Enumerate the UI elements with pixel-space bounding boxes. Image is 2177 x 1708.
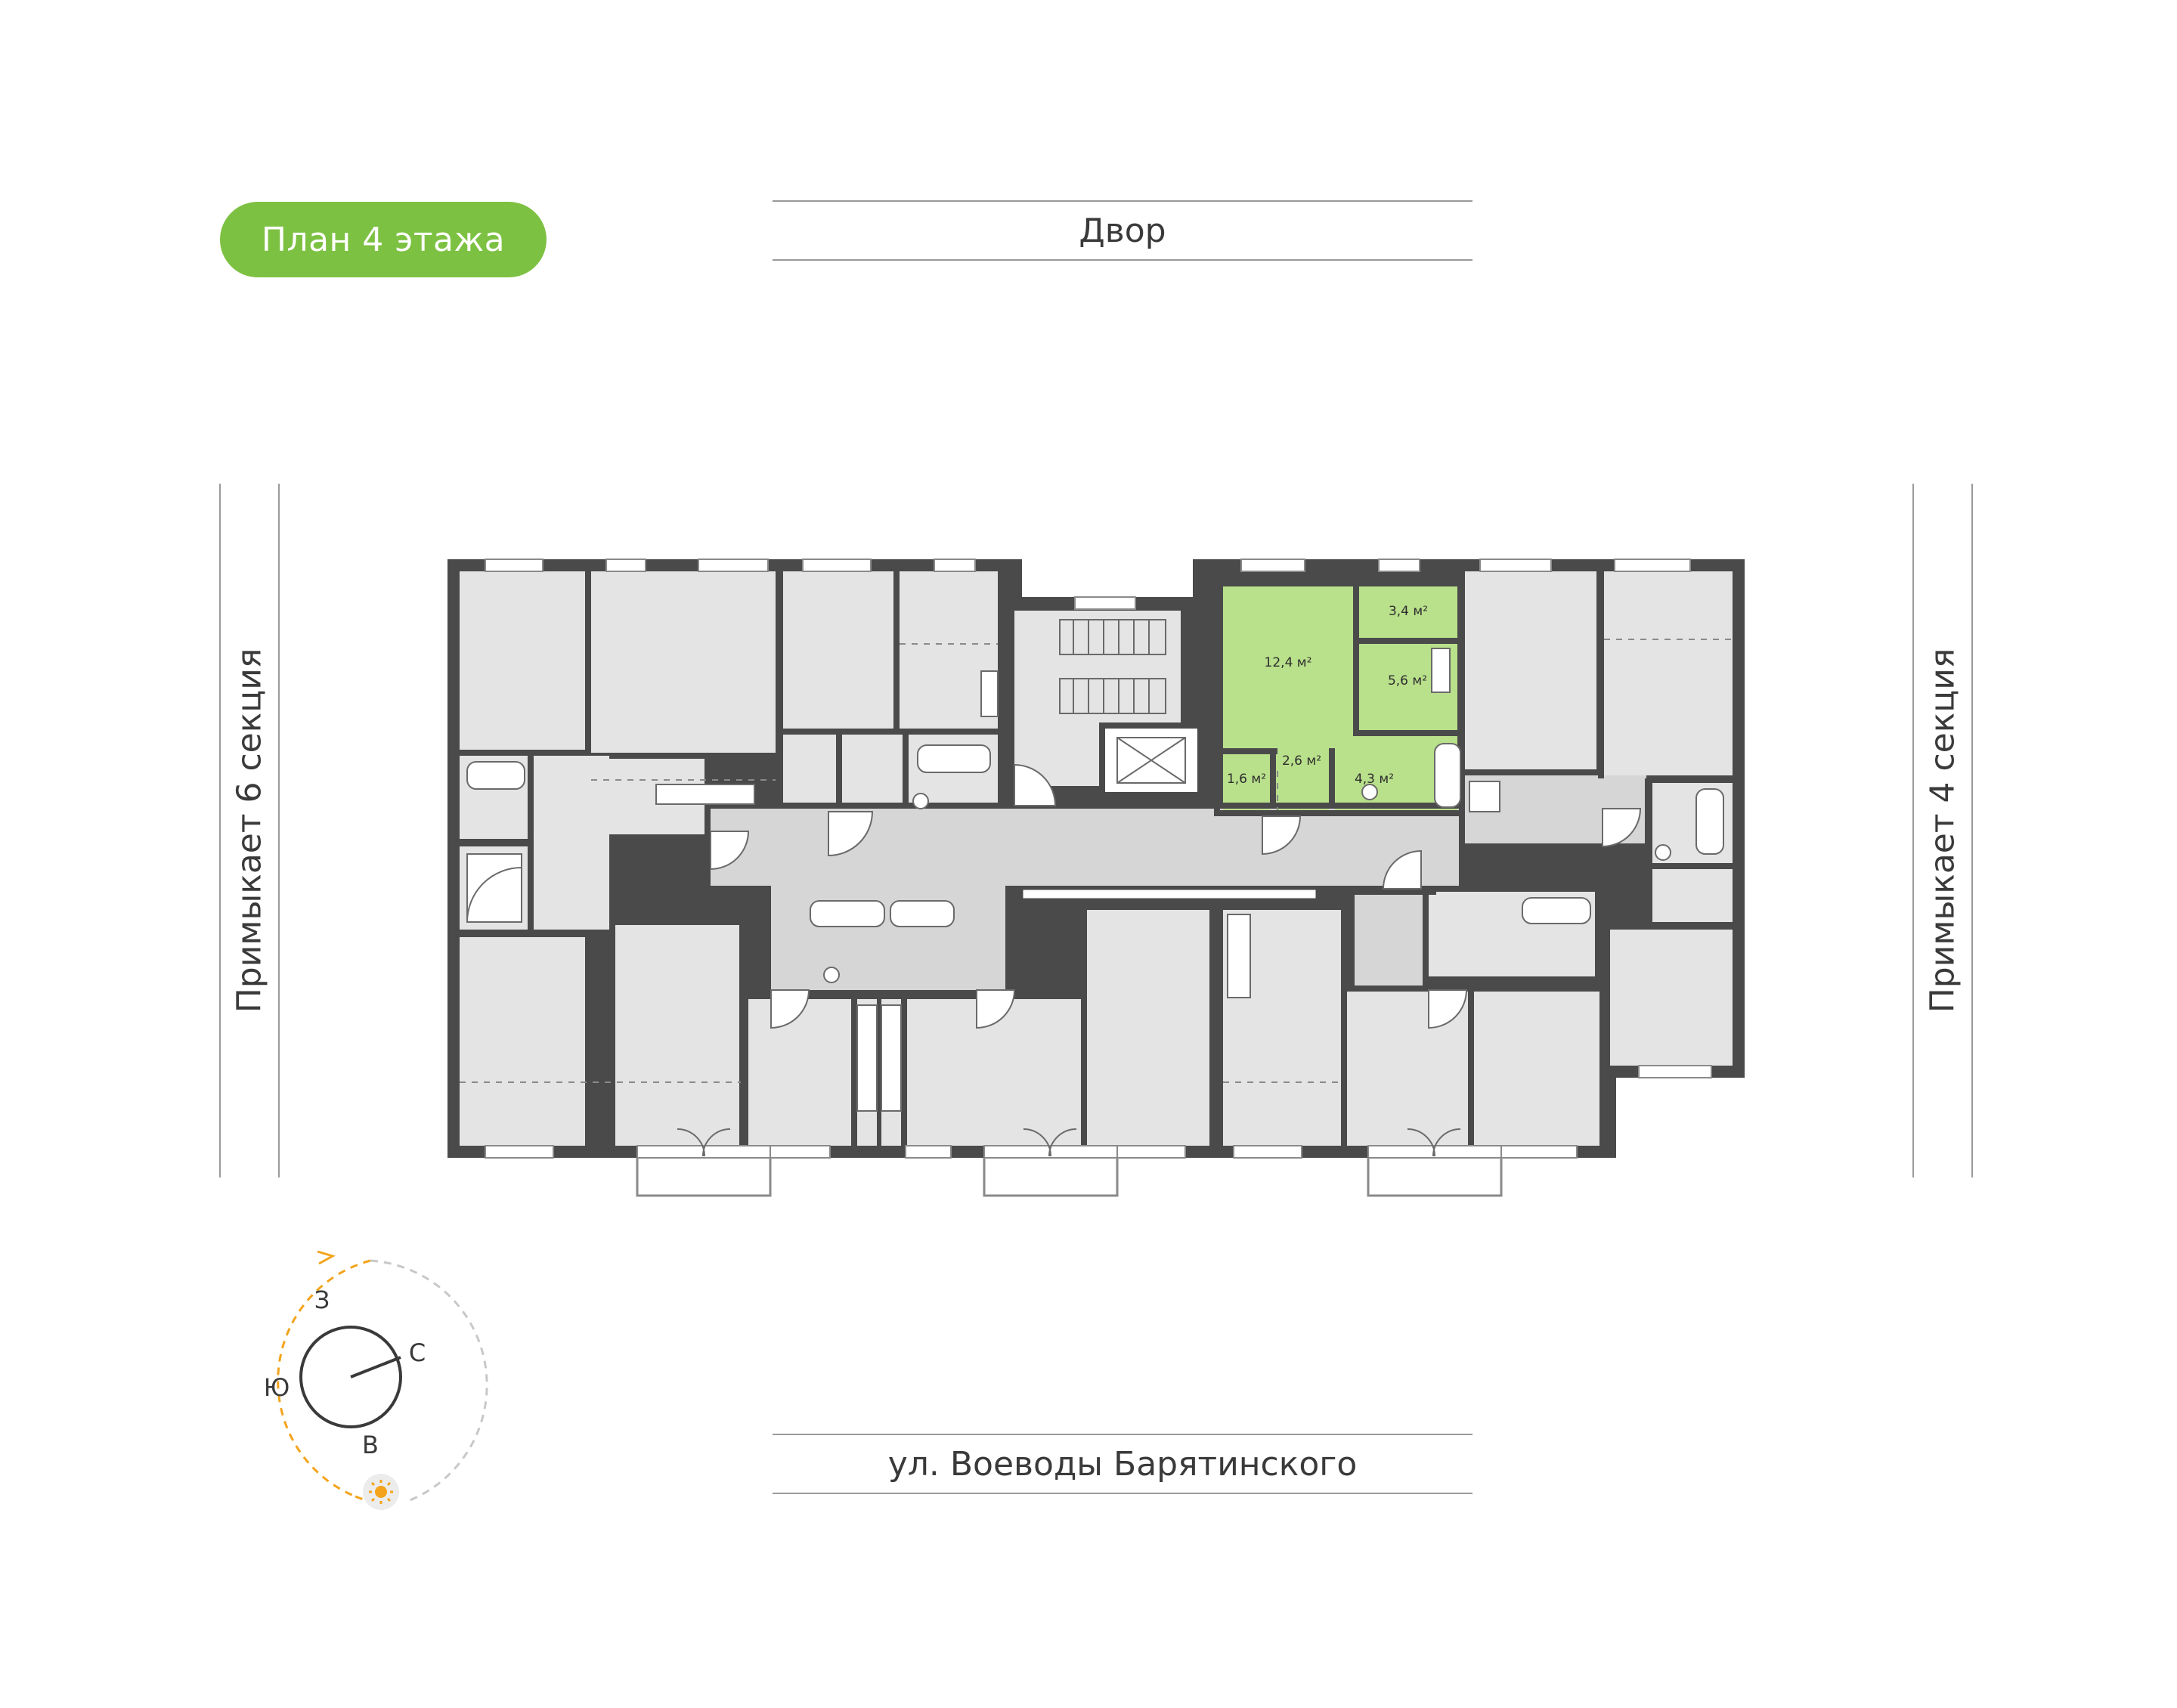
kitchen-counter-icon xyxy=(881,1004,902,1112)
bathtub-icon xyxy=(917,744,991,773)
main-corridor xyxy=(711,809,1459,990)
area-hall: 2,6 м² xyxy=(1282,753,1321,769)
room-l2 xyxy=(460,937,585,1146)
bathtub-icon xyxy=(1434,743,1461,808)
bathtub-icon xyxy=(1695,788,1724,855)
area-kitchen: 5,6 м² xyxy=(1388,673,1427,688)
toilet-icon xyxy=(823,967,840,983)
zone-lines xyxy=(460,639,1733,1083)
hall-ul2 xyxy=(783,735,836,803)
area-room: 12,4 м² xyxy=(1265,655,1312,670)
bathtub-icon xyxy=(810,900,885,927)
room-ll2 xyxy=(748,999,851,1146)
corridor-right-branch xyxy=(1355,892,1423,986)
room-ul2 xyxy=(783,571,893,729)
stove-icon xyxy=(1469,781,1500,812)
toilet-icon xyxy=(1361,784,1378,800)
compass-needle xyxy=(350,1356,401,1378)
room-ul1 xyxy=(591,571,776,753)
area-bathroom: 4,3 м² xyxy=(1355,772,1394,787)
sun-path-night xyxy=(370,1259,488,1502)
room-ur2 xyxy=(1604,571,1733,775)
area-room-small: 3,4 м² xyxy=(1389,604,1428,619)
street-label: ул. Воеводы Барятинского xyxy=(887,1444,1358,1484)
room-ur3 xyxy=(1610,930,1733,1066)
sun-path xyxy=(277,1259,371,1498)
kitchen-counter-icon xyxy=(856,1004,878,1112)
room-ur1 xyxy=(1465,571,1596,769)
sun-icon xyxy=(369,1480,393,1504)
doors xyxy=(677,763,1642,1157)
room-ll4 xyxy=(1087,910,1209,1146)
shower-icon xyxy=(466,853,522,923)
room-lr2 xyxy=(1474,992,1599,1146)
street-label-band: ул. Воеводы Барятинского xyxy=(773,1434,1472,1494)
stove-icon xyxy=(980,670,999,717)
room-ll1 xyxy=(615,925,739,1146)
compass xyxy=(277,1250,488,1510)
arrow-icon xyxy=(317,1250,336,1265)
adjacent-section-left: Примыкает 6 секция xyxy=(219,484,280,1177)
kitchen-counter-icon xyxy=(655,784,755,805)
bathtub-icon xyxy=(466,761,525,790)
apt-hall xyxy=(1276,738,1329,813)
floor-badge-label: План 4 этажа xyxy=(261,220,506,259)
compass-west: З xyxy=(314,1286,330,1314)
stove-icon xyxy=(1431,648,1451,693)
compass-south: Ю xyxy=(263,1373,290,1402)
apt-room xyxy=(1223,586,1353,748)
fixtures xyxy=(466,648,1724,1112)
bathtub-icon xyxy=(890,900,955,927)
bath-ur2 xyxy=(1652,869,1733,922)
compass-north: С xyxy=(408,1338,426,1367)
toilet-icon xyxy=(912,793,929,809)
elevator xyxy=(1099,722,1203,798)
apt-room-small xyxy=(1359,586,1457,638)
toilet-icon xyxy=(1655,844,1671,861)
floor-badge: План 4 этажа xyxy=(220,202,547,277)
adjacent-section-right: Примыкает 4 секция xyxy=(1912,484,1973,1177)
bathtub-icon xyxy=(1522,897,1591,924)
stairs xyxy=(1059,619,1166,714)
corridor-window-strip xyxy=(1020,887,1318,901)
area-storage: 1,6 м² xyxy=(1227,772,1266,787)
area-labels: 12,4 м² 3,4 м² 5,6 м² 1,6 м² 2,6 м² 4,3 … xyxy=(1227,604,1428,787)
room-l1 xyxy=(460,571,585,750)
kitchen-counter-icon xyxy=(1227,914,1251,998)
storage-ul1 xyxy=(842,735,903,809)
compass-east: В xyxy=(362,1431,379,1459)
courtyard-label-band: Двор xyxy=(773,200,1472,261)
courtyard-label: Двор xyxy=(1079,211,1166,250)
